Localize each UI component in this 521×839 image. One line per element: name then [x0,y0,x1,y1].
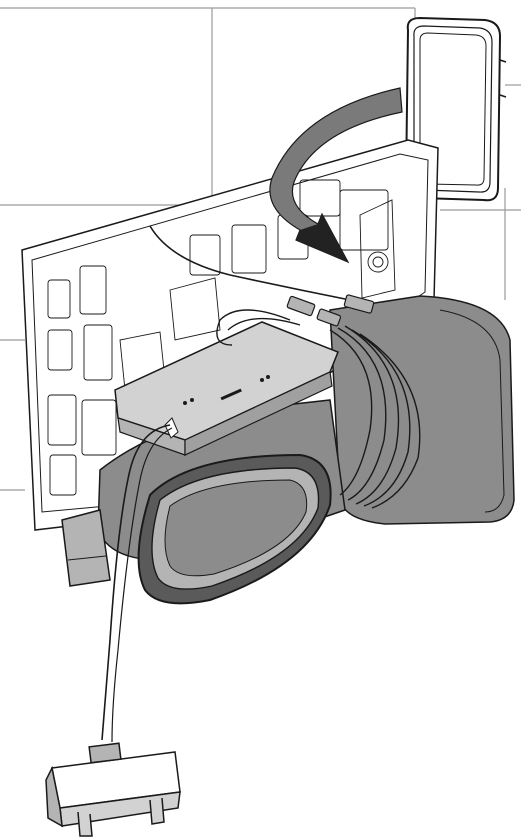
pendant-wire [101,424,171,741]
cable-bundle [216,309,421,509]
curved-arrow-icon [269,87,403,264]
connector-plug-icon [45,742,181,837]
wall-grid [0,7,521,491]
cable-connectors [286,294,375,327]
wall-cable [149,225,351,301]
circuit-tray [114,321,339,456]
intake-ring [137,453,332,605]
